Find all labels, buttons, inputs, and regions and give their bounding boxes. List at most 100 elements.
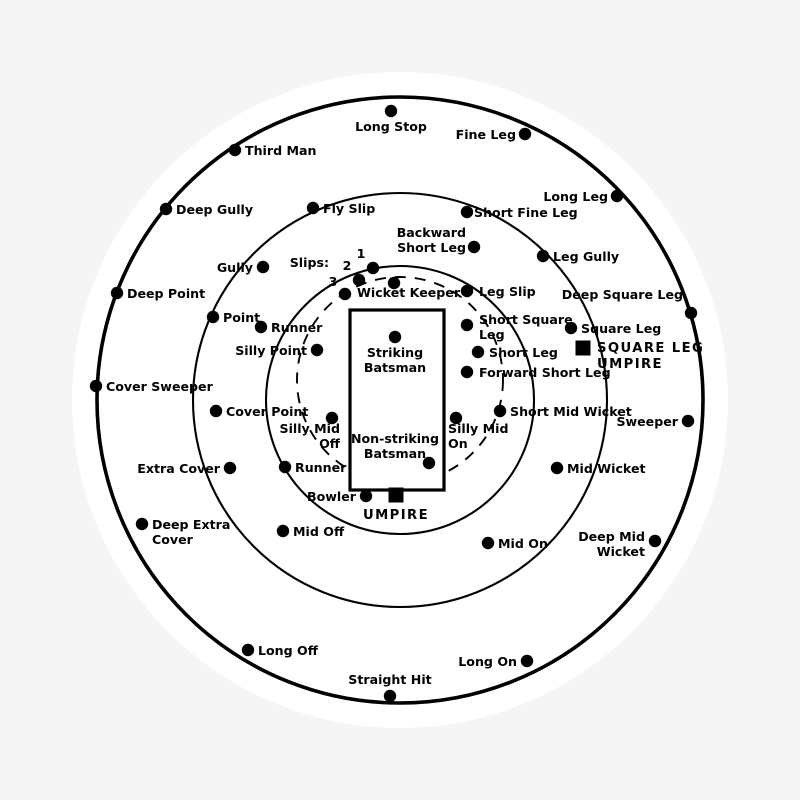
label-line: Off <box>319 436 341 451</box>
fielder-label-silly-point: Silly Point <box>235 343 307 358</box>
label-line: Deep Gully <box>176 202 253 217</box>
fielder-dot-bowler[interactable] <box>359 489 373 503</box>
fielder-label-point: Point <box>223 310 260 325</box>
fielder-dot-silly-mid-on[interactable] <box>449 411 463 425</box>
fielder-dot-long-stop[interactable] <box>384 104 398 118</box>
fielder-label-leg-slip: Leg Slip <box>479 284 536 299</box>
fielder-dot-striking-batsman[interactable] <box>388 330 402 344</box>
fielder-dot-deep-gully[interactable] <box>159 202 173 216</box>
fielder-dot-cover-sweeper[interactable] <box>89 379 103 393</box>
fielder-dot-backward-short-leg[interactable] <box>467 240 481 254</box>
fielder-label-leg-gully: Leg Gully <box>553 249 619 264</box>
fielder-dot-slip-2[interactable] <box>352 273 366 287</box>
label-line: Gully <box>217 260 253 275</box>
fielder-label-square-leg: Square Leg <box>581 321 661 336</box>
fielder-label-cover-sweeper: Cover Sweeper <box>106 379 214 394</box>
label-line: Short Square <box>479 312 573 327</box>
official-marker-umpire[interactable] <box>388 487 404 503</box>
label-line: Deep Square Leg <box>562 287 683 302</box>
label-line: Mid Off <box>293 524 345 539</box>
fielder-dot-straight-hit[interactable] <box>383 689 397 703</box>
label-line: Short Leg <box>397 240 466 255</box>
fielder-label-long-stop: Long Stop <box>355 119 427 134</box>
fielder-label-extra-cover: Extra Cover <box>137 461 220 476</box>
fielder-dot-extra-cover[interactable] <box>223 461 237 475</box>
fielder-dot-long-leg[interactable] <box>610 189 624 203</box>
fielder-dot-forward-short-leg[interactable] <box>460 365 474 379</box>
fielder-dot-wicket-keeper[interactable] <box>387 276 401 290</box>
official-marker-square-leg-umpire[interactable] <box>575 340 591 356</box>
fielder-dot-short-fine-leg[interactable] <box>460 205 474 219</box>
label-line: Point <box>223 310 260 325</box>
fielder-dot-non-striking-batsman[interactable] <box>422 456 436 470</box>
label-line: Non-striking <box>351 431 439 446</box>
fielder-dot-leg-gully[interactable] <box>536 249 550 263</box>
fielder-dot-third-man[interactable] <box>228 143 242 157</box>
fielder-dot-mid-wicket[interactable] <box>550 461 564 475</box>
fielder-dot-silly-mid-off[interactable] <box>325 411 339 425</box>
label-line: Deep Mid <box>578 529 645 544</box>
fielder-dot-slip-3[interactable] <box>338 287 352 301</box>
label-line: Forward Short Leg <box>479 365 611 380</box>
slip-numbers: Slips:123 <box>290 246 366 289</box>
fielder-dot-mid-off[interactable] <box>276 524 290 538</box>
label-line: On <box>448 436 468 451</box>
label-line: UMPIRE <box>597 357 663 372</box>
label-line: Fine Leg <box>456 127 516 142</box>
fielder-label-long-leg: Long Leg <box>543 189 608 204</box>
fielder-dot-point[interactable] <box>206 310 220 324</box>
fielder-dot-short-square-leg[interactable] <box>460 318 474 332</box>
fielder-dot-silly-point[interactable] <box>310 343 324 357</box>
label-line: Runner <box>295 460 347 475</box>
fielder-label-short-leg: Short Leg <box>489 345 558 360</box>
fielder-dot-deep-extra-cover[interactable] <box>135 517 149 531</box>
label-line: Mid Wicket <box>567 461 646 476</box>
label-line: Mid On <box>498 536 548 551</box>
fielder-dot-deep-square-leg[interactable] <box>684 306 698 320</box>
label-line: Cover Sweeper <box>106 379 214 394</box>
fielder-dot-runner-off[interactable] <box>254 320 268 334</box>
fielder-dot-long-on[interactable] <box>520 654 534 668</box>
label-line: Deep Extra <box>152 517 230 532</box>
fielder-label-long-off: Long Off <box>258 643 319 658</box>
fielder-dot-slip-1[interactable] <box>366 261 380 275</box>
label-line: Sweeper <box>616 414 678 429</box>
fielder-dot-mid-on[interactable] <box>481 536 495 550</box>
label-line: Silly Point <box>235 343 307 358</box>
fielder-label-wicket-keeper: Wicket Keeper <box>357 285 461 300</box>
fielder-dot-short-leg[interactable] <box>471 345 485 359</box>
close-catching-circle <box>264 264 536 536</box>
label-line: Wicket <box>597 544 645 559</box>
label-line: Deep Point <box>127 286 205 301</box>
label-line: Cover Point <box>226 404 308 419</box>
slip-number-1: 1 <box>357 246 366 261</box>
fielder-dot-short-mid-wicket[interactable] <box>493 404 507 418</box>
fielder-dot-deep-mid-wicket[interactable] <box>648 534 662 548</box>
fielder-dot-sweeper[interactable] <box>681 414 695 428</box>
fielder-dot-deep-point[interactable] <box>110 286 124 300</box>
fielder-dot-cover-point[interactable] <box>209 404 223 418</box>
fielder-dot-gully[interactable] <box>256 260 270 274</box>
label-line: Wicket Keeper <box>357 285 461 300</box>
fielder-label-straight-hit: Straight Hit <box>348 672 431 687</box>
fielder-dot-runner-on[interactable] <box>278 460 292 474</box>
label-line: Leg Gully <box>553 249 619 264</box>
fielder-dot-fly-slip[interactable] <box>306 201 320 215</box>
fielder-dot-square-leg[interactable] <box>564 321 578 335</box>
label-line: Short Leg <box>489 345 558 360</box>
label-line: Extra Cover <box>137 461 220 476</box>
fielder-markers <box>89 104 698 703</box>
fielder-label-fine-leg: Fine Leg <box>456 127 516 142</box>
slip-number-3: 3 <box>329 274 338 289</box>
fielder-dot-long-off[interactable] <box>241 643 255 657</box>
fielder-dot-fine-leg[interactable] <box>518 127 532 141</box>
fielder-dot-leg-slip[interactable] <box>460 284 474 298</box>
